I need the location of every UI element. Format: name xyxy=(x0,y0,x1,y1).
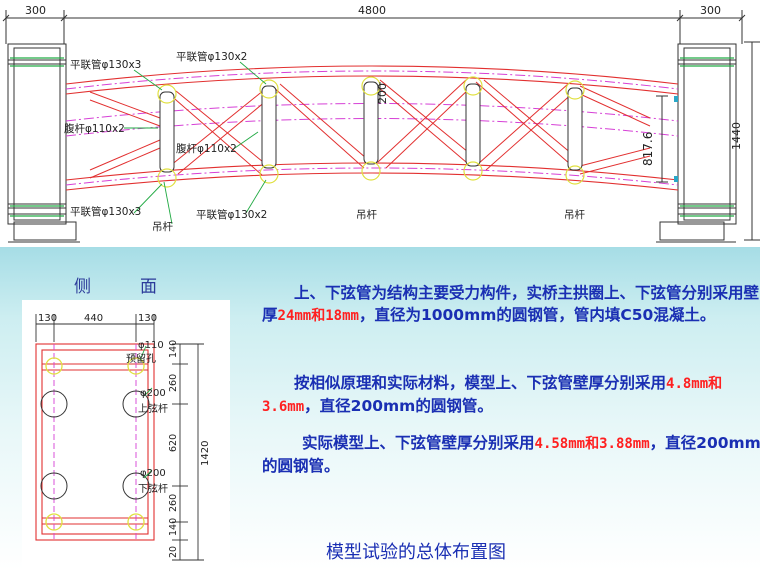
label-hanger-left: 吊杆 xyxy=(152,220,173,233)
section-holes xyxy=(45,357,145,531)
dim-arrow-marks xyxy=(674,96,678,182)
paragraph-actual-model: 实际模型上、下弦管壁厚分别采用4.58mm和3.88mm，直径200mm的圆钢管… xyxy=(262,432,760,477)
section-top-dims xyxy=(35,314,155,342)
figure-caption: 模型试验的总体布置图 xyxy=(326,542,506,563)
sec-label-upper: 上弦杆 xyxy=(138,402,168,415)
label-brace-top-mid: 平联管φ130x2 xyxy=(176,50,247,63)
section-leaders xyxy=(139,345,153,479)
p2-highlight: 4.8mm和3.6mm xyxy=(262,376,723,415)
paragraph-prototype: 上、下弦管为结构主要受力构件，实桥主拱圈上、下弦管分别采用壁厚24mm和18mm… xyxy=(262,282,760,327)
right-abutment xyxy=(656,43,737,243)
p3-text-b: ，直径200mm的圆钢管。 xyxy=(262,434,760,475)
sec-label-hole-dia: φ110 xyxy=(138,340,164,351)
section-title: 侧 面 xyxy=(74,277,173,297)
sec-dim-h1: 140 xyxy=(168,340,179,358)
p1-text-b: ，直径为1000mm的圆钢管，管内填C50混凝土。 xyxy=(358,306,716,324)
p3-highlight: 4.58mm和3.88mm xyxy=(534,436,650,452)
cross-section-svg: 130 440 130 140 260 620 260 140 20 1420 xyxy=(22,300,230,570)
vertical-members xyxy=(159,81,583,173)
left-abutment-green-lines xyxy=(10,57,64,217)
dim-depth: 817.6 xyxy=(641,132,655,166)
sec-dim-w-mid: 440 xyxy=(84,313,103,324)
section-center-lines xyxy=(53,344,137,540)
sec-dim-total: 1420 xyxy=(200,441,211,466)
p3-text-a: 实际模型上、下弦管壁厚分别采用 xyxy=(302,434,535,452)
p1-highlight: 24mm和18mm xyxy=(277,308,359,324)
cross-section-background xyxy=(22,300,230,570)
section-frame xyxy=(35,343,155,541)
right-abutment-green-lines xyxy=(680,57,734,217)
label-hanger-mid: 吊杆 xyxy=(356,208,377,221)
label-brace-bottom-mid: 平联管φ130x2 xyxy=(196,208,267,221)
paragraph-similarity: 按相似原理和实际材料，模型上、下弦管壁厚分别采用4.8mm和3.6mm，直径20… xyxy=(262,372,760,418)
label-web-left: 腹杆φ110x2 xyxy=(64,122,125,135)
sec-dim-h4: 260 xyxy=(168,494,179,512)
elevation-svg: 300 4800 300 1440 xyxy=(2,4,760,243)
label-brace-bottom-left: 平联管φ130x3 xyxy=(70,205,141,218)
section-right-dims xyxy=(172,343,204,561)
dim-middle: 4800 xyxy=(358,4,386,17)
section-chord-tubes xyxy=(40,390,150,500)
node-circles xyxy=(157,76,585,188)
inner-dims xyxy=(379,82,668,183)
sec-dim-h3: 620 xyxy=(168,434,179,452)
web-members xyxy=(89,79,651,179)
left-abutment xyxy=(7,43,80,243)
dim-right: 300 xyxy=(700,4,721,17)
sec-dim-h2: 260 xyxy=(168,374,179,392)
leader-lines xyxy=(124,61,267,225)
sec-label-lower-dia: φ200 xyxy=(140,468,166,479)
elevation-drawing-panel: 300 4800 300 1440 xyxy=(0,0,760,247)
dim-gap: 200 xyxy=(376,83,389,104)
label-hanger-right: 吊杆 xyxy=(564,208,585,221)
p1-text-a: 上、下弦管为结构主要受力构件，实桥主拱圈上、下弦管分别采用壁厚 xyxy=(262,284,760,324)
p2-text-a: 按相似原理和实际材料，模型上、下弦管壁厚分别采用 xyxy=(294,374,667,392)
sec-label-upper-dia: φ200 xyxy=(140,388,166,399)
height-dimension-line xyxy=(744,41,760,241)
p2-text-b: ，直径200mm的圆钢管。 xyxy=(304,397,493,415)
label-brace-top-left: 平联管φ130x3 xyxy=(70,58,141,71)
dim-left: 300 xyxy=(25,4,46,17)
label-web-mid: 腹杆φ110x2 xyxy=(176,142,237,155)
top-dimension-line xyxy=(2,10,746,44)
sec-dim-h5: 140 xyxy=(168,518,179,536)
sec-label-hole: 预留孔 xyxy=(126,352,156,365)
sec-label-lower: 下弦杆 xyxy=(138,482,168,495)
sec-dim-w-right: 130 xyxy=(138,313,157,324)
sec-dim-h6: 20 xyxy=(168,546,179,558)
sec-dim-w-left: 130 xyxy=(38,313,57,324)
